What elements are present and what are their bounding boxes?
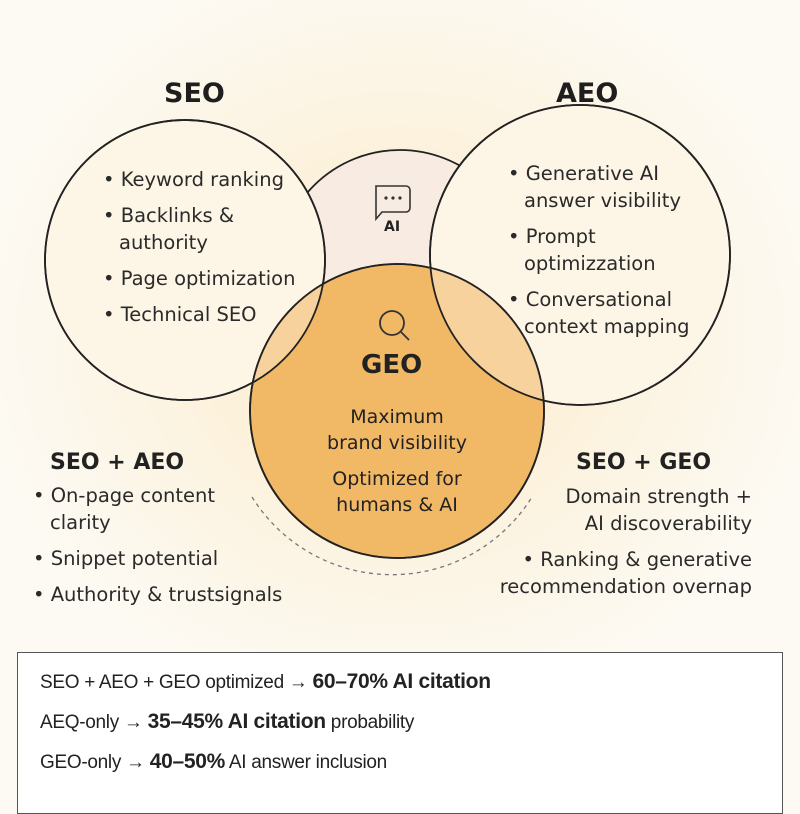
stat-row: GEO-only → 40–50% AI answer inclusion (40, 750, 387, 773)
seo-geo-list: Domain strength + AI discoverability • R… (470, 483, 752, 609)
seo-list: • Keyword ranking • Backlinks & authorit… (103, 166, 295, 337)
list-item: • Conversational (508, 288, 672, 311)
list-item: • Authority & trustsignals (33, 583, 283, 606)
aeo-geo-overlap (430, 264, 544, 405)
seo-geo-title: SEO + GEO (576, 450, 712, 475)
list-item: context mapping (524, 315, 690, 338)
list-item: • Ranking & generative (522, 548, 752, 571)
list-item: optimizzation (524, 252, 656, 275)
list-item: • On-page content (33, 484, 216, 507)
stats-box: SEO + AEO + GEO optimized → 60–70% AI ci… (17, 652, 783, 814)
list-item: authority (119, 231, 208, 254)
dashed-arc (251, 496, 533, 576)
list-item: • Prompt (508, 225, 596, 248)
list-item: clarity (50, 511, 111, 534)
stat-row: AEQ-only → 35–45% AI citation probabilit… (40, 710, 415, 733)
list-item: • Technical SEO (103, 303, 257, 326)
seo-title: SEO (164, 78, 225, 109)
stat-row: SEO + AEO + GEO optimized → 60–70% AI ci… (40, 670, 491, 693)
seo-aeo-list: • On-page content clarity • Snippet pote… (33, 482, 282, 617)
list-item: • Page optimization (103, 267, 296, 290)
seo-aeo-title: SEO + AEO (50, 450, 185, 475)
aeo-title: AEO (556, 78, 619, 109)
list-item: answer visibility (524, 189, 681, 212)
list-item: Domain strength + (565, 485, 752, 508)
aeo-list: • Generative AI answer visibility • Prom… (508, 160, 690, 349)
list-item: • Snippet potential (33, 547, 219, 570)
list-item: AI discoverability (584, 512, 752, 535)
search-icon (379, 310, 410, 341)
list-item: recommendation overnap (499, 575, 752, 598)
venn-diagram (44, 104, 731, 576)
list-item: • Generative AI (508, 162, 660, 185)
list-item: • Backlinks & (103, 204, 235, 227)
chat-bubble-icon (375, 185, 411, 222)
ai-label: AI (384, 219, 401, 235)
geo-title: GEO (361, 350, 423, 380)
list-item: • Keyword ranking (103, 168, 284, 191)
